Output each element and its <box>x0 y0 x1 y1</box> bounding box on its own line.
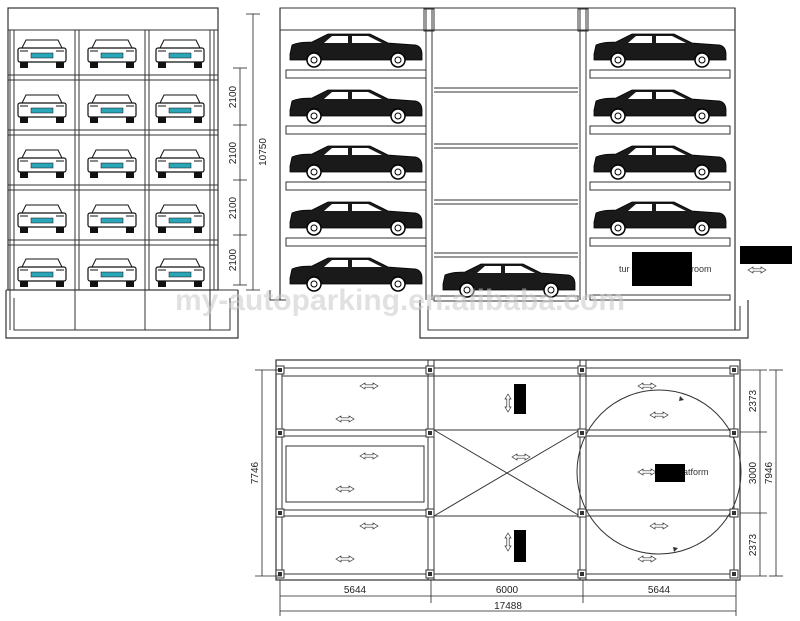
level-height-2: 2100 <box>228 141 239 164</box>
redaction-block <box>740 246 792 264</box>
plan-left-height: 7746 <box>250 461 261 484</box>
plan-width-2: 6000 <box>496 585 519 596</box>
redaction-block <box>632 252 692 286</box>
side-elevation: tur room <box>269 7 792 339</box>
plan-right-height-2: 3000 <box>748 461 759 484</box>
level-height-4: 2100 <box>228 248 239 271</box>
turntable-label-left: tur <box>619 264 630 274</box>
plan-right-height-1: 2373 <box>748 389 759 412</box>
plan-width-3: 5644 <box>648 585 671 596</box>
turntable-circle <box>576 389 742 555</box>
plan-view: atform 7746 2373 3000 2373 7946 <box>250 359 783 616</box>
platform-label: atform <box>683 467 709 477</box>
level-height-1: 2100 <box>228 85 239 108</box>
total-height: 10750 <box>258 138 269 166</box>
turntable-label-right: room <box>691 264 712 274</box>
watermark: my-autoparking.en.alibaba.com <box>175 284 625 317</box>
front-elevation: 2100 2100 2100 2100 10750 <box>5 7 269 339</box>
plan-width-1: 5644 <box>344 585 367 596</box>
plan-right-height-3: 2373 <box>748 533 759 556</box>
redaction-block <box>514 384 526 414</box>
front-cars <box>17 39 205 288</box>
level-height-3: 2100 <box>228 196 239 219</box>
plan-right-total: 7946 <box>764 461 775 484</box>
direction-arrows <box>335 382 669 563</box>
redaction-block <box>514 530 526 562</box>
plan-total-width: 17488 <box>494 601 522 612</box>
redaction-block <box>655 464 685 482</box>
